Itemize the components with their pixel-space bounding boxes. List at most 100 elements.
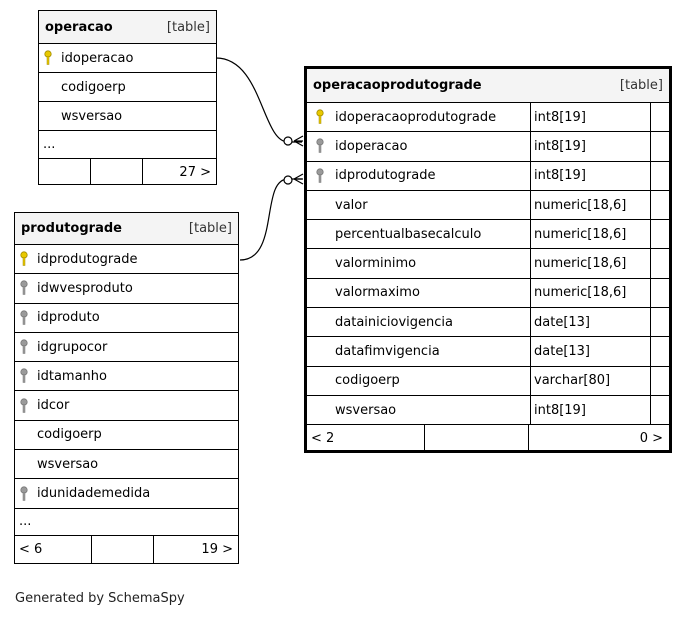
column-name-cell: idoperacao xyxy=(307,132,531,161)
column-name: valormaximo xyxy=(335,285,420,301)
row-pad xyxy=(651,367,669,395)
foreign-key-icon xyxy=(15,485,33,502)
column-name: datafimvigencia xyxy=(335,344,440,360)
row-pad xyxy=(651,279,669,307)
footer-parents[interactable] xyxy=(39,159,91,185)
column-row-codigoerp[interactable]: codigoerp xyxy=(15,421,238,451)
column-type: int8[19] xyxy=(531,132,651,161)
column-name-cell: datafimvigencia xyxy=(307,337,531,366)
table-produtograde: produtograde [table] idprodutograde idwve… xyxy=(14,212,239,564)
column-row-percentualbasecalculo[interactable]: percentualbasecalculo numeric[18,6] xyxy=(307,220,669,250)
column-type: numeric[18,6] xyxy=(531,220,651,249)
column-name: idtamanho xyxy=(37,368,107,384)
column-name: wsversao xyxy=(37,456,99,472)
footer-parents[interactable]: < 6 xyxy=(15,535,92,563)
column-name: idgrupocor xyxy=(37,339,108,355)
row-pad xyxy=(651,337,669,365)
foreign-key-icon xyxy=(313,138,327,154)
column-row-idoperacao[interactable]: idoperacao int8[19] xyxy=(307,132,669,162)
relationship-produtograde xyxy=(239,178,302,261)
table-footer: < 6 19 > xyxy=(15,535,238,563)
column-row-idunidademedida[interactable]: idunidademedida xyxy=(15,479,238,509)
table-name[interactable]: operacao xyxy=(45,19,113,35)
footer-children[interactable]: 0 > xyxy=(639,431,663,447)
column-name: idoperacao xyxy=(61,50,134,66)
relationship-produtograde-optional-marker xyxy=(283,175,293,185)
primary-key-icon xyxy=(39,50,57,66)
row-pad xyxy=(651,191,669,219)
column-name: wsversao xyxy=(61,108,123,124)
column-type: numeric[18,6] xyxy=(531,278,651,308)
table-name[interactable]: operacaoprodutograde xyxy=(313,78,482,93)
column-name-cell: idprodutograde xyxy=(307,161,531,190)
column-name-cell: datainiciovigencia xyxy=(307,308,531,337)
foreign-key-icon xyxy=(15,368,33,384)
relationship-operacao xyxy=(215,57,302,143)
column-name-cell: wsversao xyxy=(307,395,531,425)
table-operacaoprodutograde: operacaoprodutograde [table] idoperacaop… xyxy=(304,66,672,453)
column-name: idprodutograde xyxy=(37,251,138,267)
column-row-wsversao[interactable]: wsversao xyxy=(15,450,238,480)
table-header: operacao [table] xyxy=(39,11,216,44)
column-row-idoperacao[interactable]: idoperacao xyxy=(39,44,216,73)
ellipsis-row: ... xyxy=(15,509,238,536)
column-type: varchar[80] xyxy=(531,366,651,395)
column-name-cell: percentualbasecalculo xyxy=(307,220,531,249)
primary-key-icon xyxy=(313,109,327,125)
relationship-operacao-crowsfoot xyxy=(293,135,304,147)
footer-spacer xyxy=(91,159,143,185)
column-name: percentualbasecalculo xyxy=(335,226,482,242)
row-pad xyxy=(651,220,669,248)
column-name: valorminimo xyxy=(335,256,417,272)
column-row-idwvesproduto[interactable]: idwvesproduto xyxy=(15,274,238,304)
column-name: codigoerp xyxy=(37,427,102,443)
column-name: idwvesproduto xyxy=(37,280,133,296)
column-name: idoperacao xyxy=(335,138,408,154)
footer-spacer xyxy=(92,535,154,563)
column-row-codigoerp[interactable]: codigoerp xyxy=(39,73,216,102)
footer-children[interactable]: 27 > xyxy=(179,164,211,180)
column-row-idproduto[interactable]: idproduto xyxy=(15,304,238,333)
column-row-idcor[interactable]: idcor xyxy=(15,391,238,421)
column-row-idprodutograde[interactable]: idprodutograde xyxy=(15,245,238,275)
footer-children[interactable]: 19 > xyxy=(201,541,233,557)
relationship-operacao-optional-marker xyxy=(283,136,293,146)
column-name: codigoerp xyxy=(61,79,126,95)
column-name-cell: codigoerp xyxy=(307,366,531,395)
table-operacao: operacao [table] idoperacao codigoerp wsve… xyxy=(38,10,217,185)
column-type: date[13] xyxy=(531,337,651,366)
column-name-cell: idoperacaoprodutograde xyxy=(307,103,531,132)
column-type: int8[19] xyxy=(531,395,651,425)
row-pad xyxy=(651,396,669,424)
foreign-key-icon xyxy=(15,339,33,355)
column-name: idoperacaoprodutograde xyxy=(335,109,497,125)
generated-by-label: Generated by SchemaSpy xyxy=(15,591,185,606)
column-row-datafimvigencia[interactable]: datafimvigencia date[13] xyxy=(307,337,669,367)
column-row-idgrupocor[interactable]: idgrupocor xyxy=(15,333,238,363)
column-name-cell: valor xyxy=(307,190,531,220)
column-row-idoperacaoprodutograde[interactable]: idoperacaoprodutograde int8[19] xyxy=(307,103,669,133)
column-name: valor xyxy=(335,197,368,213)
column-name: idunidademedida xyxy=(37,486,151,502)
footer-parents[interactable]: < 2 xyxy=(307,425,425,453)
table-footer: < 2 0 > xyxy=(307,425,669,453)
table-footer: 27 > xyxy=(39,159,216,185)
ellipsis: ... xyxy=(19,514,32,530)
column-row-valormaximo[interactable]: valormaximo numeric[18,6] xyxy=(307,278,669,309)
table-type-tag: [table] xyxy=(166,19,210,35)
column-row-idtamanho[interactable]: idtamanho xyxy=(15,362,238,392)
footer-spacer xyxy=(425,425,529,453)
table-name[interactable]: produtograde xyxy=(21,221,122,236)
table-type-tag: [table] xyxy=(188,221,232,236)
foreign-key-icon xyxy=(15,280,33,296)
table-header: produtograde [table] xyxy=(15,213,238,245)
column-row-wsversao[interactable]: wsversao xyxy=(39,102,216,131)
column-type: int8[19] xyxy=(531,103,651,132)
